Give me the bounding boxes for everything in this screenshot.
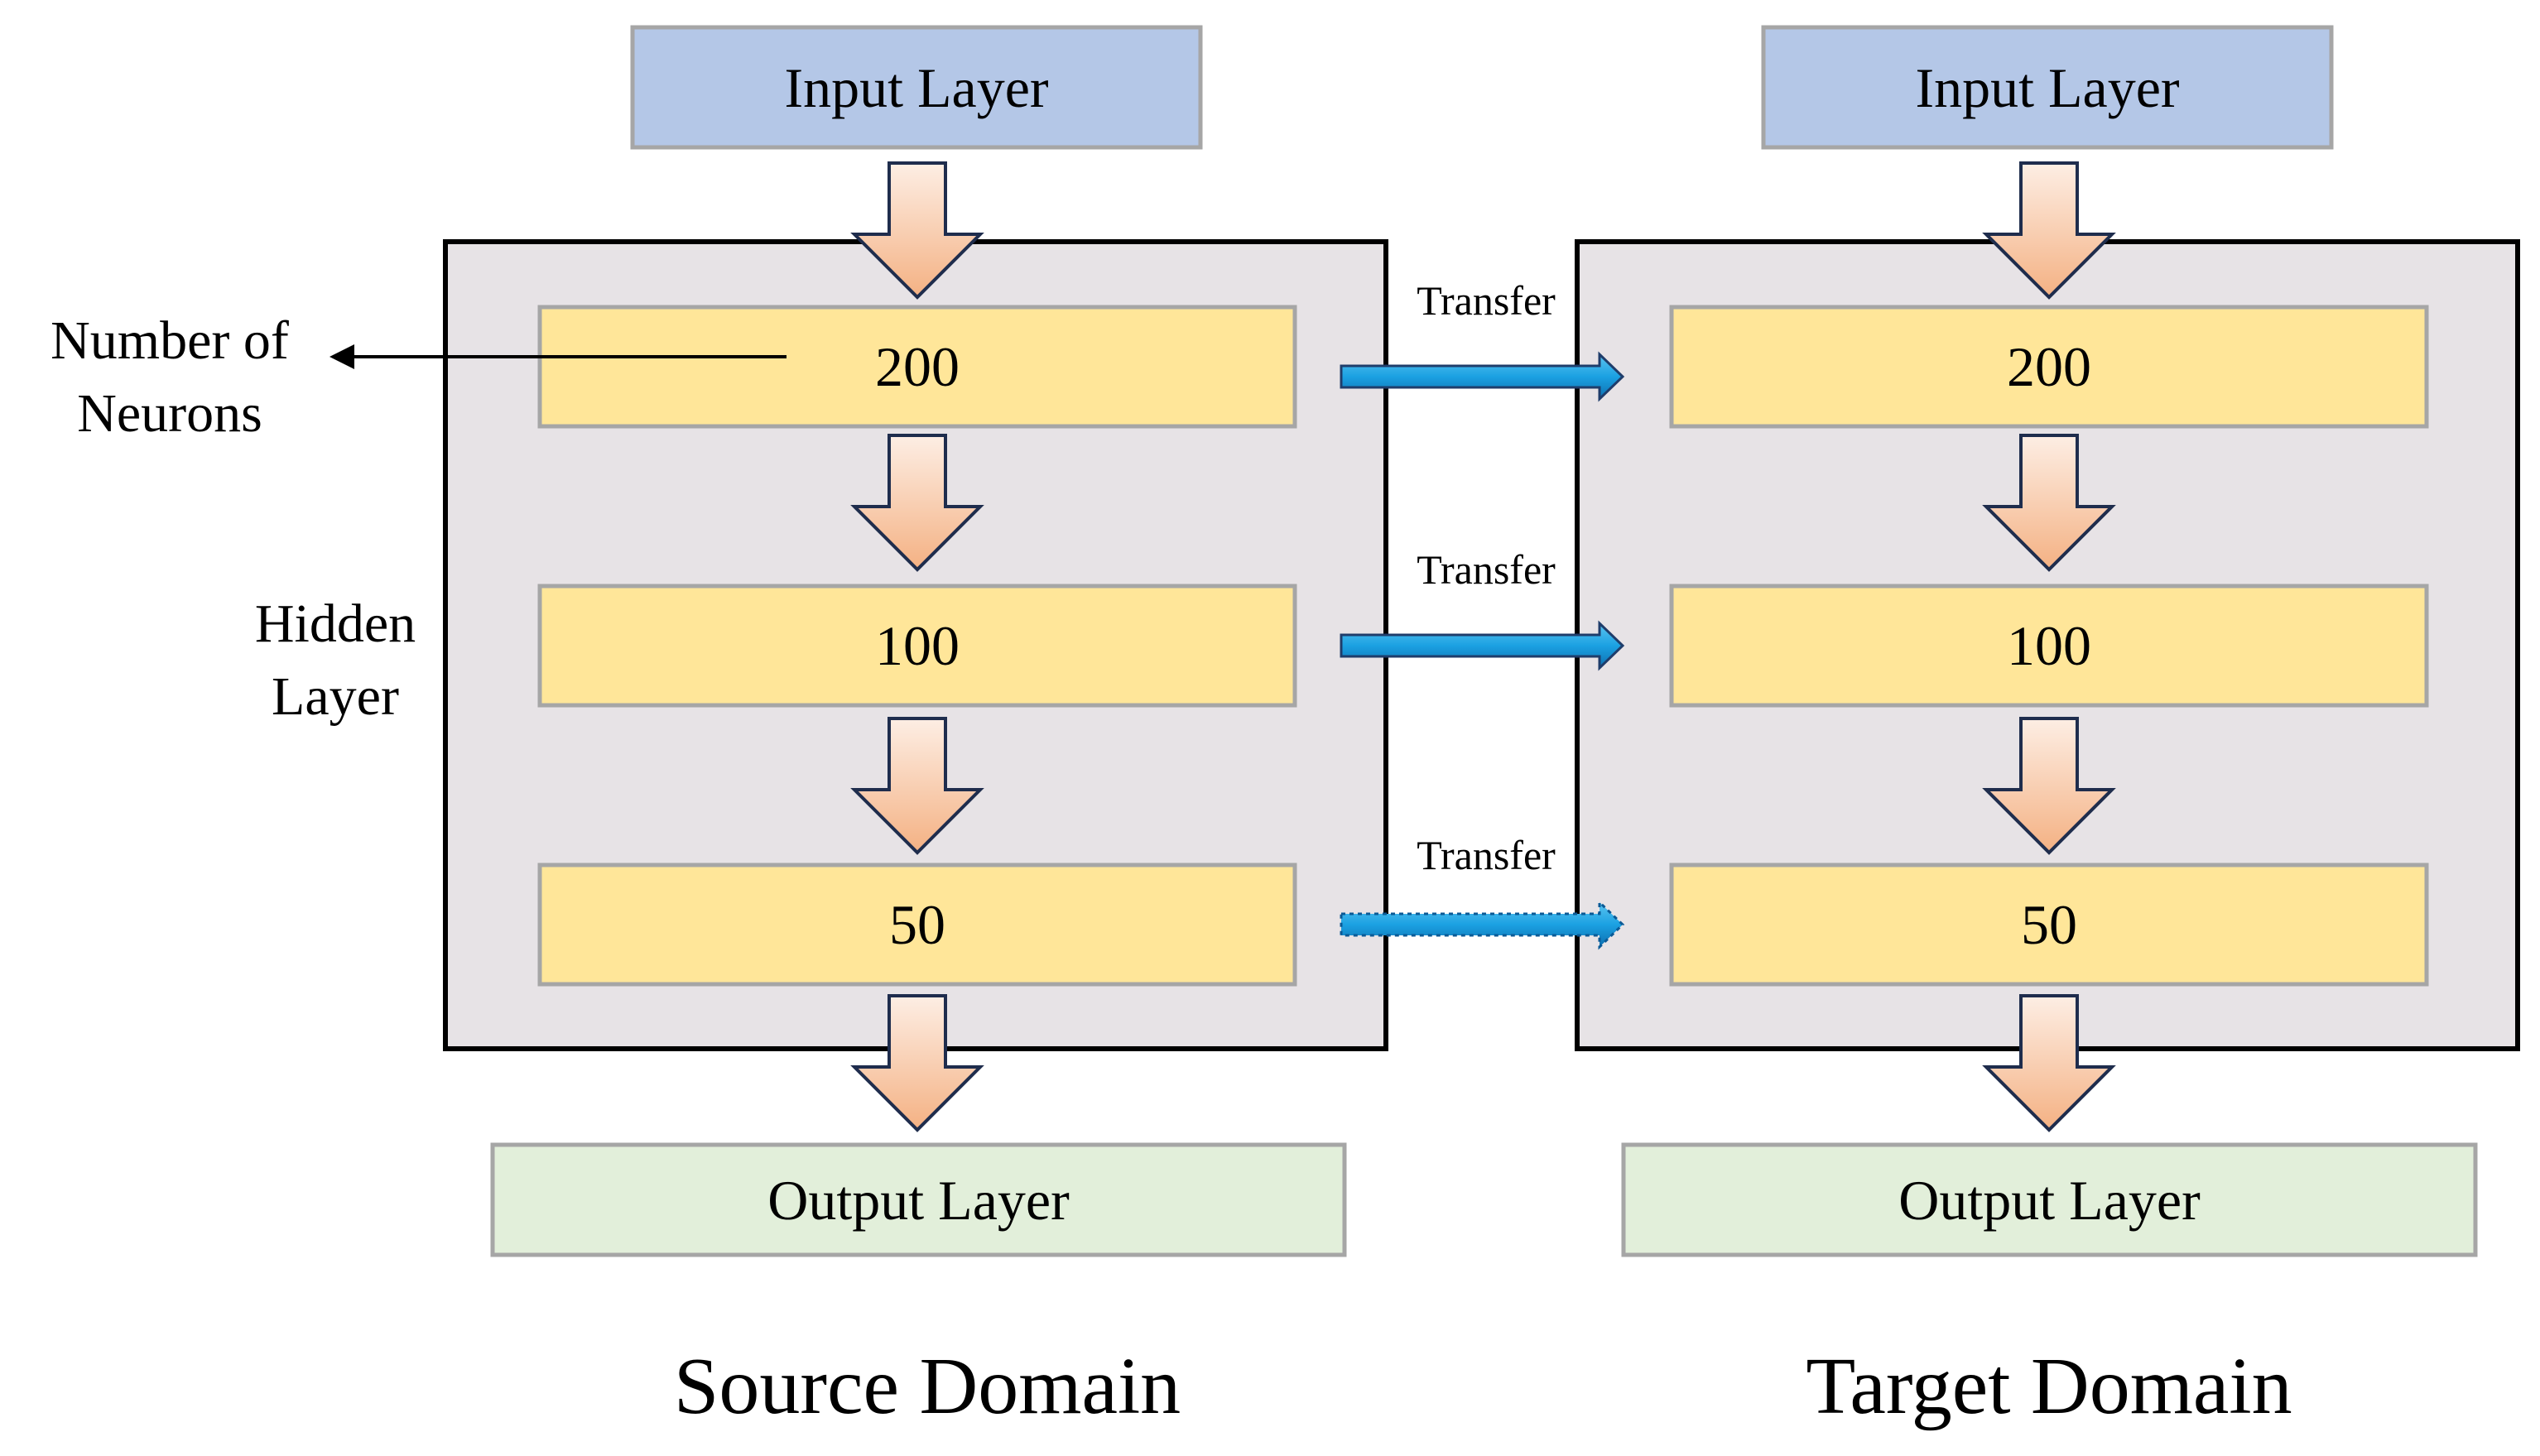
- source-hidden-label-2: 100: [875, 614, 960, 677]
- hidden-annotation-line2: Layer: [272, 666, 399, 727]
- target-hidden-box-2: [1669, 584, 2429, 708]
- target-input-label: Input Layer: [1915, 56, 2180, 119]
- target-down-arrow-4: [1982, 994, 2116, 1132]
- hidden-layer-annotation: Hidden Layer: [224, 588, 447, 733]
- hidden-annotation-line1: Hidden: [254, 593, 416, 654]
- transfer-label-1: Transfer: [1417, 277, 1556, 324]
- transfer-label-2: Transfer: [1417, 546, 1556, 593]
- target-domain-title: Target Domain: [1806, 1342, 2292, 1431]
- source-output-label: Output Layer: [767, 1169, 1070, 1232]
- source-domain-title: Source Domain: [673, 1342, 1181, 1431]
- target-output-label: Output Layer: [1898, 1169, 2201, 1232]
- target-hidden-label-2: 100: [2007, 614, 2091, 677]
- source-hidden-box-2: [537, 584, 1297, 708]
- neurons-annotation-line1: Number of: [51, 310, 289, 371]
- target-hidden-label-3: 50: [2021, 893, 2077, 956]
- source-hidden-label-1: 200: [875, 335, 960, 398]
- source-down-arrow-2: [850, 434, 984, 572]
- source-hidden-box-3: [537, 863, 1297, 987]
- target-down-arrow-2: [1982, 434, 2116, 572]
- target-output-box: [1621, 1142, 2478, 1257]
- neurons-pointer-arrowhead: [330, 344, 354, 369]
- target-hidden-box-3: [1669, 863, 2429, 987]
- transfer-label-3: Transfer: [1417, 832, 1556, 878]
- transfer-arrow-1: [1340, 351, 1625, 402]
- source-hidden-label-3: 50: [889, 893, 945, 956]
- neurons-annotation: Number of Neurons: [17, 305, 323, 450]
- target-down-arrow-3: [1982, 717, 2116, 855]
- neurons-annotation-line2: Neurons: [77, 383, 262, 444]
- target-hidden-label-1: 200: [2007, 335, 2091, 398]
- source-down-arrow-4: [850, 994, 984, 1132]
- source-input-box: [630, 25, 1203, 150]
- target-hidden-box-1: [1669, 305, 2429, 429]
- source-input-label: Input Layer: [784, 56, 1049, 119]
- target-input-box: [1761, 25, 2334, 150]
- target-down-arrow-1: [1982, 161, 2116, 300]
- transfer-arrow-2: [1340, 620, 1625, 671]
- source-hidden-box-1: [537, 305, 1297, 429]
- source-down-arrow-3: [850, 717, 984, 855]
- source-output-box: [490, 1142, 1347, 1257]
- transfer-arrow-3-dotted: [1340, 899, 1625, 950]
- source-down-arrow-1: [850, 161, 984, 300]
